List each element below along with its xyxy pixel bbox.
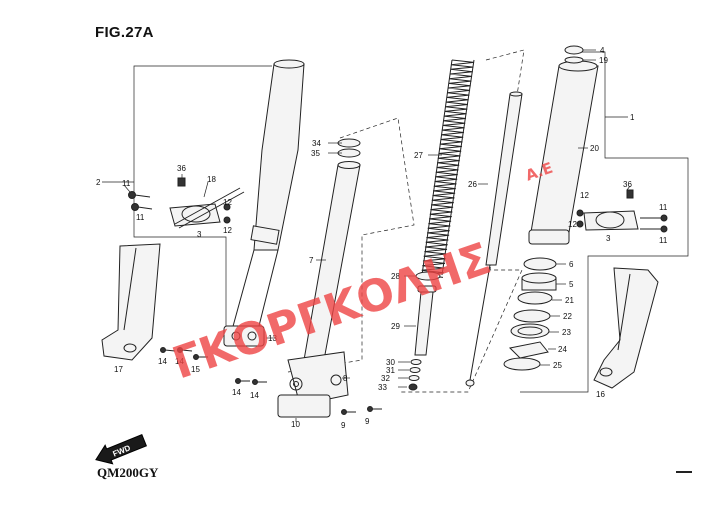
callout-2: 2: [96, 178, 101, 187]
callout-3-right: 3: [606, 234, 611, 243]
page-dash-mark: [676, 471, 692, 473]
left-clamp-bracket: [128, 177, 245, 229]
callout-12-d: 12: [568, 220, 577, 229]
callout-17: 17: [114, 365, 123, 374]
callout-36-b: 36: [623, 180, 632, 189]
callout-3-left: 3: [197, 230, 202, 239]
callout-labels: 1 2 3 3 4 5 6 7 8 9 9 10 11 11 11 11 12 …: [96, 46, 668, 430]
callout-9-b: 9: [365, 417, 370, 426]
callout-14-c: 14: [232, 388, 241, 397]
right-clamp-bracket: [576, 189, 668, 233]
callout-16: 16: [596, 390, 605, 399]
callout-36-a: 36: [177, 164, 186, 173]
callout-31: 31: [386, 366, 395, 375]
callout-22: 22: [563, 312, 572, 321]
callout-14-a: 14: [158, 357, 167, 366]
callout-14-b: 14: [175, 357, 184, 366]
callout-32: 32: [381, 374, 390, 383]
callout-34: 34: [312, 139, 321, 148]
callout-29: 29: [391, 322, 400, 331]
callout-12-b: 12: [223, 226, 232, 235]
right-bushings-and-seals: [503, 257, 557, 371]
model-code: QM200GY: [97, 465, 159, 480]
callout-18: 18: [207, 175, 216, 184]
damper-rod-parts: [408, 271, 441, 391]
damper-rod: [465, 91, 523, 387]
right-fork-guard: [593, 267, 659, 389]
middle-dashed-bracket: [287, 49, 525, 393]
callout-14-d: 14: [250, 391, 259, 400]
callout-25: 25: [553, 361, 562, 370]
callout-6: 6: [569, 260, 574, 269]
callout-11-a: 11: [122, 179, 131, 188]
callout-27: 27: [414, 151, 423, 160]
callout-5: 5: [569, 280, 574, 289]
callout-23: 23: [562, 328, 571, 337]
callout-15: 15: [191, 365, 200, 374]
callout-20: 20: [590, 144, 599, 153]
callout-12-c: 12: [580, 191, 589, 200]
callout-13: 13: [268, 334, 277, 343]
callout-12-a: 12: [223, 198, 232, 207]
callout-9-a: 9: [341, 421, 346, 430]
figure-title: FIG.27A: [95, 24, 154, 41]
fork-spring: [420, 59, 475, 278]
callout-21: 21: [565, 296, 574, 305]
leader-lines: [123, 49, 631, 422]
callout-26: 26: [468, 180, 477, 189]
callout-33: 33: [378, 383, 387, 392]
callout-1: 1: [630, 113, 635, 122]
callout-19: 19: [599, 56, 608, 65]
left-small-bolts: [160, 347, 382, 415]
callout-11-c: 11: [659, 203, 668, 212]
fwd-direction-arrow: FWD: [95, 434, 148, 465]
callout-24: 24: [558, 345, 567, 354]
callout-35: 35: [311, 149, 320, 158]
left-fork-guard: [101, 243, 161, 361]
callout-7: 7: [309, 256, 314, 265]
left-seal-rings: [337, 138, 361, 158]
callout-11-b: 11: [136, 213, 145, 222]
callout-4: 4: [600, 46, 605, 55]
callout-10: 10: [291, 420, 300, 429]
left-outer-tube: [223, 59, 305, 347]
right-assembly-bracket: [520, 51, 689, 393]
right-outer-tube: [528, 45, 599, 245]
callout-8: 8: [343, 374, 348, 383]
callout-11-d: 11: [659, 236, 668, 245]
left-inner-tube: [277, 161, 361, 418]
callout-30: 30: [386, 358, 395, 367]
callout-28: 28: [391, 272, 400, 281]
